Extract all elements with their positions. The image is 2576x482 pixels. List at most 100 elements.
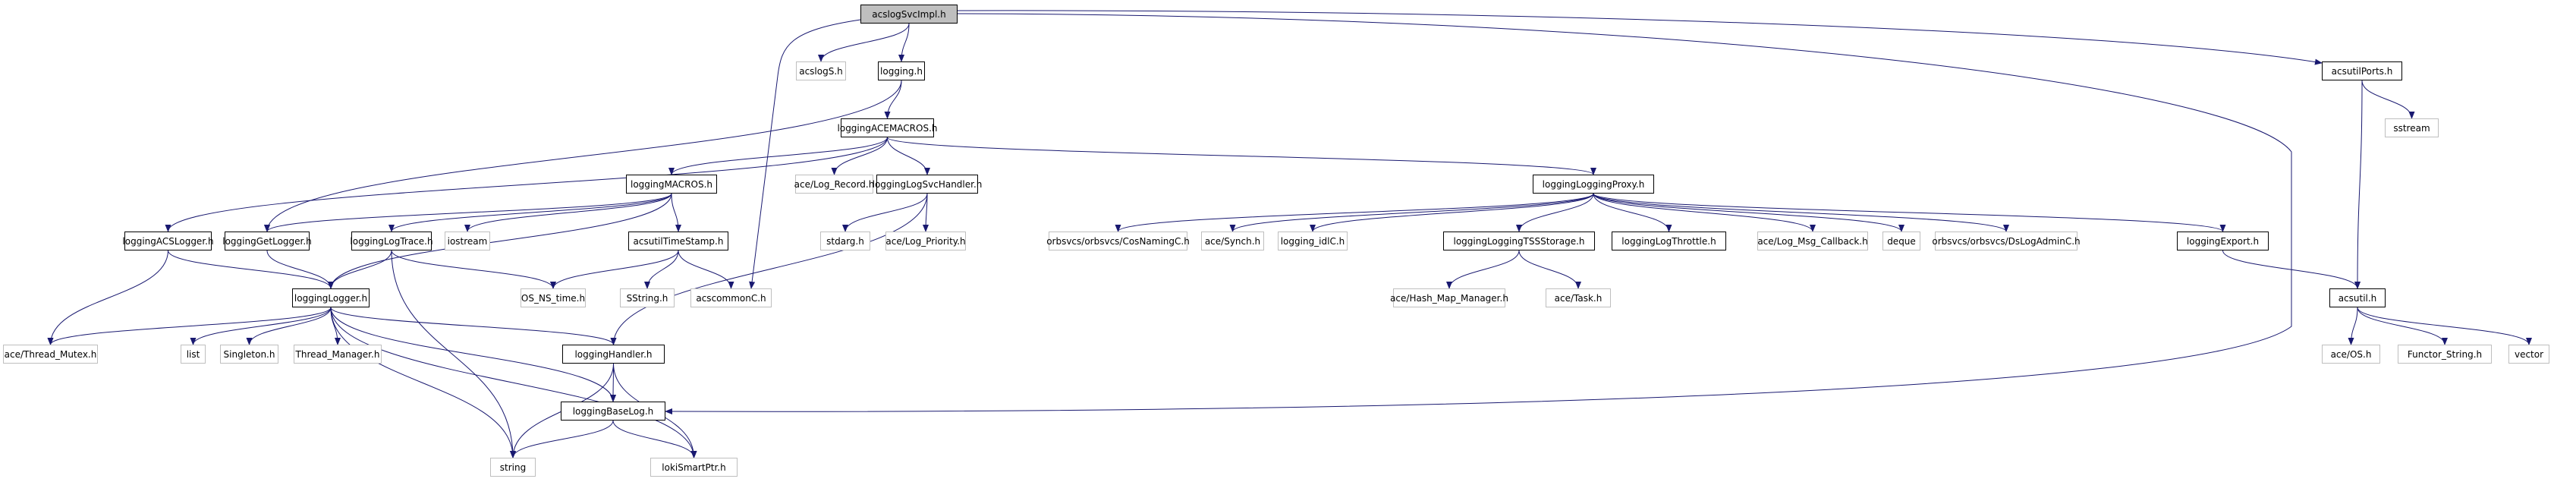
edge-acsutil-to-functorString: [2357, 307, 2448, 345]
node-ace-log-msg-callback: ace/Log_Msg_Callback.h: [1757, 232, 1868, 250]
node-logging-export[interactable]: loggingExport.h: [2177, 232, 2269, 250]
edge-acsutil-to-vector: [2357, 307, 2532, 345]
node-singleton: Singleton.h: [220, 345, 278, 364]
edge-loggingACEMACROS-to-loggingACSLogger: [165, 137, 888, 232]
node-list: list: [181, 345, 206, 364]
edge-loggingLogSvcHandler-to-loggingHandler: [610, 193, 928, 345]
edge-loggingACSLogger-to-aceThreadMutex: [47, 250, 168, 345]
node-ds-log-admin-c: orbsvcs/orbsvcs/DsLogAdminC.h: [1932, 232, 2081, 250]
node-acsutil-time-stamp[interactable]: acsutilTimeStamp.h: [628, 232, 728, 250]
edge-acslogSvcImpl-to-logging: [898, 23, 910, 62]
node-ace-log-record: ace/Log_Record.h: [794, 175, 874, 194]
edge-acsutilTimeStamp-to-osNsTime: [550, 250, 679, 289]
edge-loggingLogTrace-to-string: [391, 250, 516, 458]
edge-acslogSvcImpl-to-acslogS: [818, 23, 910, 62]
node-logging-handler[interactable]: loggingHandler.h: [562, 345, 665, 364]
node-logging-acslogger[interactable]: loggingACSLogger.h: [122, 232, 214, 250]
node-logging-macros[interactable]: loggingMACROS.h: [626, 175, 717, 194]
node-logging-acemacros[interactable]: loggingACEMACROS.h: [838, 118, 938, 137]
node-vector: vector: [2508, 345, 2549, 364]
node-acslog-s: acslogS.h: [796, 61, 846, 80]
edge-loggingLoggingProxy-to-deque: [1593, 193, 1904, 232]
edge-loggingACSLogger-to-loggingLogger: [168, 250, 334, 289]
node-logging-log-trace[interactable]: loggingLogTrace.h: [350, 232, 433, 250]
edge-loggingLogger-to-lokiSmartPtr: [330, 307, 697, 458]
node-cos-naming-c: orbsvcs/orbsvcs/CosNamingC.h: [1046, 232, 1190, 250]
edge-loggingLoggingProxy-to-aceSynch: [1229, 193, 1594, 232]
node-iostream: iostream: [445, 232, 490, 250]
edge-acsutilTimeStamp-to-acscommonC: [678, 250, 734, 289]
edge-acslogSvcImpl-to-acscommonC: [749, 19, 861, 289]
node-sstream: sstream: [2385, 118, 2439, 137]
node-string: string: [490, 458, 536, 477]
node-loki-smart-ptr: lokiSmartPtr.h: [650, 458, 738, 477]
edge-loggingACEMACROS-to-loggingLoggingProxy: [887, 137, 1596, 175]
edge-loggingACEMACROS-to-loggingLogSvcHandler: [887, 137, 930, 175]
edge-loggingBaseLog-to-lokiSmartPtr: [612, 420, 697, 458]
node-ace-thread-mutex: ace/Thread_Mutex.h: [3, 345, 98, 364]
edge-loggingLogger-to-loggingBaseLog: [330, 307, 616, 402]
edge-loggingMACROS-to-loggingGetLogger: [264, 193, 672, 232]
edge-logging-to-loggingGetLogger: [264, 80, 902, 232]
node-ace-synch: ace/Synch.h: [1201, 232, 1264, 250]
edge-logging-to-loggingACEMACROS: [884, 80, 902, 119]
node-ace-os: ace/OS.h: [2322, 345, 2380, 364]
node-ace-log-priority: ace/Log_Priority.h: [885, 232, 966, 250]
node-acsutil-ports[interactable]: acsutilPorts.h: [2322, 61, 2402, 80]
edge-acsutil-to-aceOS: [2348, 307, 2358, 345]
node-logging[interactable]: logging.h: [878, 61, 925, 80]
edge-acsutilTimeStamp-to-sString: [644, 250, 679, 289]
edge-loggingLoggingTSSStorage-to-aceHashMapManager: [1446, 250, 1520, 289]
edge-loggingMACROS-to-iostream: [464, 193, 672, 232]
edge-loggingLoggingProxy-to-cosNamingC: [1115, 193, 1594, 232]
edge-loggingLogger-to-aceThreadMutex: [47, 307, 332, 345]
node-thread-manager: Thread_Manager.h: [294, 345, 382, 364]
edge-loggingACEMACROS-to-aceLogRecord: [831, 137, 888, 175]
node-ace-task: ace/Task.h: [1546, 288, 1611, 307]
edge-loggingBaseLog-to-string: [510, 420, 614, 458]
edge-loggingMACROS-to-loggingLogger: [328, 193, 672, 289]
edge-loggingExport-to-acsutil: [2222, 250, 2361, 289]
node-deque: deque: [1882, 232, 1920, 250]
node-os-ns-time: OS_NS_time.h: [521, 288, 586, 307]
node-logging-logging-proxy[interactable]: loggingLoggingProxy.h: [1533, 175, 1654, 194]
edge-acslogSvcImpl-to-acsutilPorts: [957, 10, 2323, 65]
edge-loggingLoggingProxy-to-loggingExport: [1593, 193, 2226, 232]
node-logging-get-logger[interactable]: loggingGetLogger.h: [222, 232, 312, 250]
edge-loggingLogger-to-singleton: [246, 307, 332, 345]
node-logging-log-svc-handler[interactable]: loggingLogSvcHandler.h: [873, 175, 982, 194]
edge-loggingLogTrace-to-osNsTime: [391, 250, 556, 289]
edge-loggingLoggingProxy-to-loggingLogThrottle: [1593, 193, 1672, 232]
edge-loggingLoggingProxy-to-loggingLoggingTSSStorage: [1516, 193, 1594, 232]
edge-loggingGetLogger-to-loggingLogger: [266, 250, 334, 289]
edge-acsutilPorts-to-acsutil: [2354, 80, 2363, 289]
node-acscommon-c: acscommonC.h: [690, 288, 772, 307]
edge-loggingMACROS-to-loggingLogTrace: [388, 193, 672, 232]
node-functor-string: Functor_String.h: [2398, 345, 2492, 364]
edge-loggingMACROS-to-acsutilTimeStamp: [671, 193, 681, 232]
node-logging-idl-c: logging_idlC.h: [1278, 232, 1348, 250]
node-acslog-svc-impl[interactable]: acslogSvcImpl.h: [860, 5, 958, 24]
edge-acslogSvcImpl-to-loggingBaseLog: [665, 13, 2292, 415]
node-acsutil[interactable]: acsutil.h: [2329, 288, 2386, 307]
edge-loggingLogger-to-list: [190, 307, 332, 345]
node-logging-logging-tssstorage[interactable]: loggingLoggingTSSStorage.h: [1443, 232, 1595, 250]
edge-loggingLogTrace-to-loggingLogger: [328, 250, 392, 289]
edge-loggingLoggingProxy-to-dsLogAdminC: [1593, 193, 2009, 232]
edge-loggingLoggingTSSStorage-to-aceTask: [1518, 250, 1581, 289]
node-ace-hash-map-manager: ace/Hash_Map_Manager.h: [1390, 288, 1508, 307]
node-stdarg: stdarg.h: [820, 232, 870, 250]
node-logging-logger[interactable]: loggingLogger.h: [292, 288, 370, 307]
edge-acsutilPorts-to-sstream: [2361, 80, 2415, 119]
edge-loggingLoggingProxy-to-aceLogMsgCallback: [1593, 193, 1816, 232]
node-logging-base-log[interactable]: loggingBaseLog.h: [561, 402, 665, 421]
edge-loggingLogSvcHandler-to-stdarg: [842, 193, 928, 232]
edge-loggingLogger-to-string: [330, 307, 516, 458]
node-logging-log-throttle[interactable]: loggingLogThrottle.h: [1612, 232, 1726, 250]
node-s-string: SString.h: [620, 288, 675, 307]
edge-loggingACEMACROS-to-loggingMACROS: [668, 137, 888, 175]
edge-loggingLoggingProxy-to-loggingIdlC: [1310, 193, 1594, 232]
edge-loggingLogger-to-loggingHandler: [330, 307, 617, 345]
